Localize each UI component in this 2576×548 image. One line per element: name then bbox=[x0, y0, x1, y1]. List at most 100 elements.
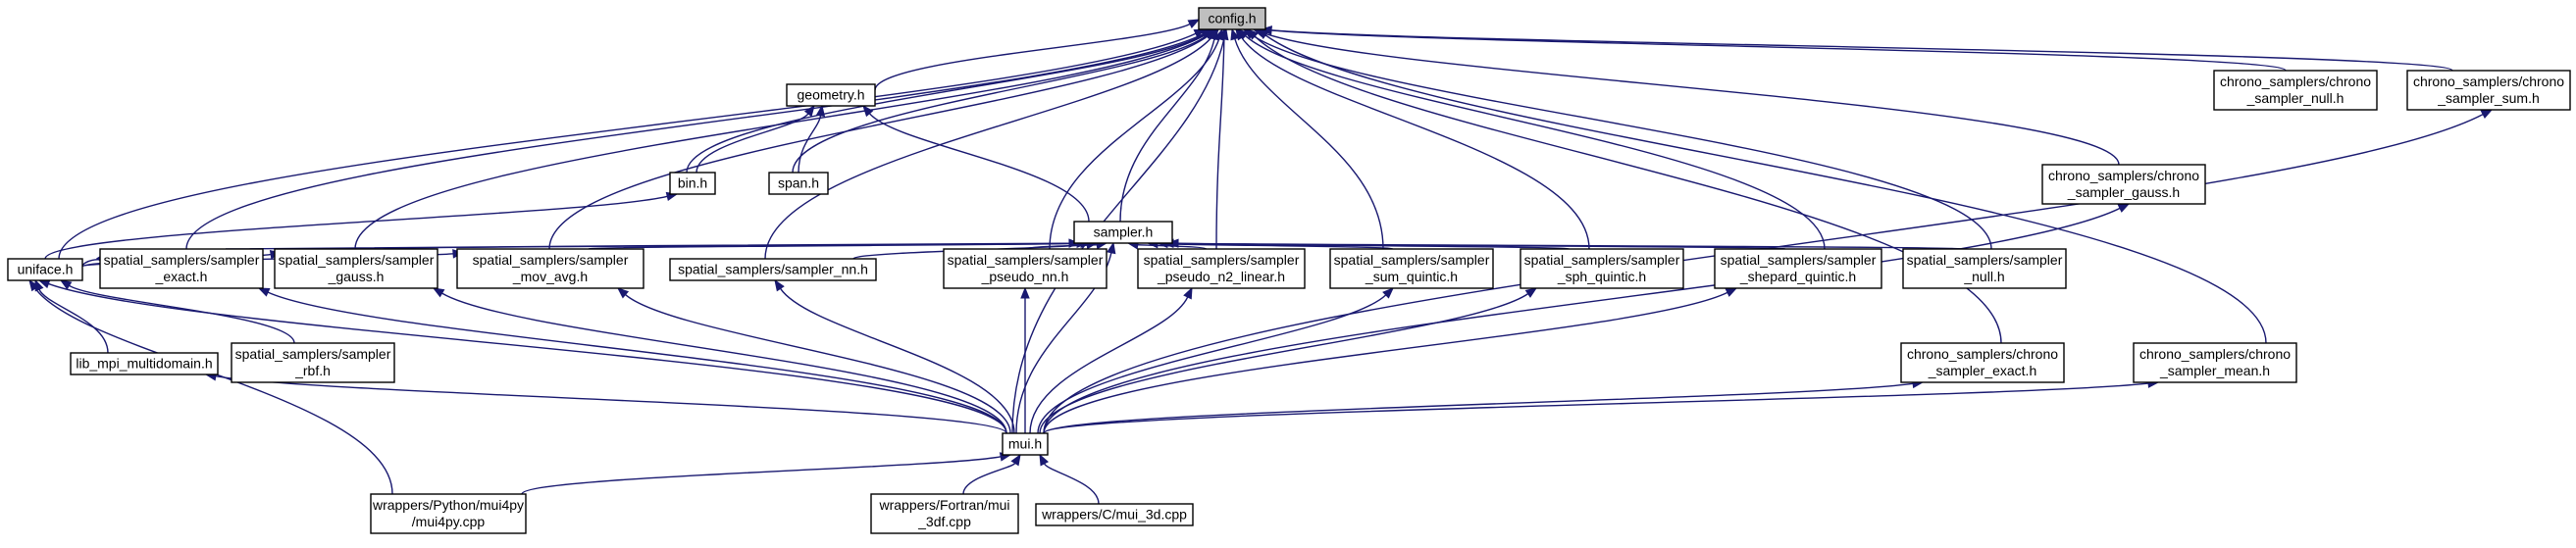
node-fortran[interactable]: wrappers/Fortran/mui_3df.cpp bbox=[870, 493, 1019, 534]
node-ss-gauss[interactable]: spatial_samplers/sampler_gauss.h bbox=[274, 248, 438, 289]
node-box bbox=[1902, 248, 2067, 289]
node-cs-mean[interactable]: chrono_samplers/chrono_sampler_mean.h bbox=[2133, 342, 2297, 383]
node-label: _sph_quintic.h bbox=[1557, 269, 1646, 284]
node-label: spatial_samplers/sampler_nn.h bbox=[678, 262, 868, 277]
arrowhead bbox=[2117, 203, 2131, 213]
arrowhead bbox=[1382, 287, 1394, 299]
arrowhead bbox=[1039, 453, 1050, 467]
node-box bbox=[370, 493, 527, 534]
node-box bbox=[456, 248, 644, 289]
node-cs-exact[interactable]: chrono_samplers/chrono_sampler_exact.h bbox=[1900, 342, 2065, 383]
node-label: _sampler_mean.h bbox=[2159, 363, 2270, 378]
node-box bbox=[70, 352, 219, 375]
node-label: spatial_samplers/sampler bbox=[235, 346, 391, 362]
node-label: bin.h bbox=[678, 175, 707, 191]
node-box bbox=[2406, 70, 2571, 111]
edge-mui-to-ss_sum_quintic bbox=[1037, 287, 1394, 434]
arrowhead bbox=[803, 104, 815, 118]
edge-ss_rbf-to-uniface bbox=[59, 279, 295, 344]
node-cs-null[interactable]: chrono_samplers/chrono_sampler_null.h bbox=[2213, 70, 2378, 111]
edge-cs_sum-to-config bbox=[1260, 25, 2453, 72]
node-box bbox=[1137, 248, 1306, 289]
node-box bbox=[2041, 164, 2206, 205]
edge-mui-to-cs_exact bbox=[1043, 378, 1925, 434]
arrowhead bbox=[257, 287, 271, 297]
edge-ss_gauss-to-config bbox=[354, 28, 1216, 250]
edge-ss_sph_quintic-to-config bbox=[1235, 27, 1590, 250]
edge-ss_nn-to-config bbox=[764, 27, 1219, 260]
node-box bbox=[2133, 342, 2297, 383]
node-box bbox=[1035, 503, 1194, 526]
node-label: _sampler_sum.h bbox=[2437, 90, 2540, 106]
edge-line bbox=[1043, 382, 2149, 434]
node-ss-rbf[interactable]: spatial_samplers/sampler_rbf.h bbox=[231, 342, 395, 383]
node-py[interactable]: wrappers/Python/mui4py/mui4py.cpp bbox=[370, 493, 527, 534]
node-geometry[interactable]: geometry.h bbox=[786, 83, 876, 107]
edge-mui-to-cs_gauss bbox=[1043, 203, 2131, 434]
node-cs-gauss[interactable]: chrono_samplers/chrono_sampler_gauss.h bbox=[2041, 164, 2206, 205]
edge-line bbox=[1264, 34, 2267, 344]
edge-mui-to-ss_gauss bbox=[432, 287, 1007, 434]
edge-line bbox=[1119, 38, 1215, 223]
node-ss-pseudo-nn[interactable]: spatial_samplers/sampler_pseudo_nn.h bbox=[943, 248, 1108, 289]
edge-ss_pseudo_n2-to-config bbox=[1215, 27, 1229, 250]
arrowhead bbox=[815, 104, 826, 118]
node-ss-pseudo-n2[interactable]: spatial_samplers/sampler_pseudo_n2_linea… bbox=[1137, 248, 1306, 289]
node-ss-null[interactable]: spatial_samplers/sampler_null.h bbox=[1902, 248, 2067, 289]
arrowhead bbox=[1230, 27, 1240, 41]
node-ss-sph-quintic[interactable]: spatial_samplers/sampler_sph_quintic.h bbox=[1520, 248, 1684, 289]
node-sampler[interactable]: sampler.h bbox=[1073, 221, 1173, 244]
node-span[interactable]: span.h bbox=[768, 172, 829, 195]
node-label: lib_mpi_multidomain.h bbox=[76, 356, 212, 372]
node-ss-nn[interactable]: spatial_samplers/sampler_nn.h bbox=[669, 258, 877, 281]
arrowhead bbox=[1725, 287, 1738, 297]
node-label: chrono_samplers/chrono bbox=[2048, 168, 2199, 183]
edge-line bbox=[1234, 38, 1384, 250]
edge-line bbox=[868, 113, 1090, 223]
node-ss-exact[interactable]: spatial_samplers/sampler_exact.h bbox=[99, 248, 264, 289]
edge-line bbox=[34, 287, 393, 495]
edge-line bbox=[1024, 243, 1098, 250]
edge-mui-to-ss_shepard bbox=[1043, 287, 1738, 434]
edge-line bbox=[58, 32, 1197, 260]
edge-bin-to-config bbox=[686, 28, 1213, 174]
node-uniface[interactable]: uniface.h bbox=[7, 258, 83, 281]
edge-line bbox=[625, 294, 1011, 434]
node-bin[interactable]: bin.h bbox=[669, 172, 716, 195]
node-ss-sum-quintic[interactable]: spatial_samplers/sampler_sum_quintic.h bbox=[1329, 248, 1494, 289]
node-config[interactable]: config.h bbox=[1198, 7, 1266, 30]
edge-line bbox=[1043, 382, 1914, 434]
edge-uniface-to-config bbox=[58, 28, 1207, 260]
edge-c3d-to-mui bbox=[1039, 453, 1100, 505]
edge-line bbox=[354, 33, 1207, 250]
node-cs-sum[interactable]: chrono_samplers/chrono_sampler_sum.h bbox=[2406, 70, 2571, 111]
node-label: geometry.h bbox=[798, 87, 865, 103]
edge-mui-to-cs_sum bbox=[1043, 109, 2494, 434]
arrowhead bbox=[774, 278, 785, 292]
arrowhead bbox=[1524, 287, 1538, 298]
node-label: uniface.h bbox=[18, 262, 74, 277]
arrowhead bbox=[432, 287, 445, 298]
edge-line bbox=[1029, 296, 1189, 434]
edge-line bbox=[874, 23, 1191, 91]
node-label: chrono_samplers/chrono bbox=[2413, 74, 2564, 89]
edge-mui-to-ss_pseudo_nn bbox=[1020, 286, 1030, 433]
node-label: _sampler_exact.h bbox=[1928, 363, 2037, 378]
node-label: mui.h bbox=[1008, 436, 1042, 452]
edge-span-to-geometry bbox=[798, 104, 826, 174]
edge-cs_mean-to-config bbox=[1256, 28, 2267, 344]
arrowhead bbox=[1187, 19, 1201, 28]
node-c3d[interactable]: wrappers/C/mui_3d.cpp bbox=[1035, 503, 1194, 526]
node-label: span.h bbox=[778, 175, 819, 191]
node-mui[interactable]: mui.h bbox=[1002, 432, 1049, 456]
edge-line bbox=[1177, 242, 1963, 250]
node-box bbox=[1714, 248, 1882, 289]
node-box bbox=[1329, 248, 1494, 289]
arrowhead bbox=[616, 287, 630, 299]
node-label: chrono_samplers/chrono bbox=[2220, 74, 2371, 89]
node-ss-mov-avg[interactable]: spatial_samplers/sampler_mov_avg.h bbox=[456, 248, 644, 289]
edge-line bbox=[48, 282, 1007, 434]
node-ss-shepard[interactable]: spatial_samplers/sampler_shepard_quintic… bbox=[1714, 248, 1882, 289]
node-lib-mpi[interactable]: lib_mpi_multidomain.h bbox=[70, 352, 219, 375]
edge-cs_null-to-config bbox=[1260, 25, 2287, 72]
